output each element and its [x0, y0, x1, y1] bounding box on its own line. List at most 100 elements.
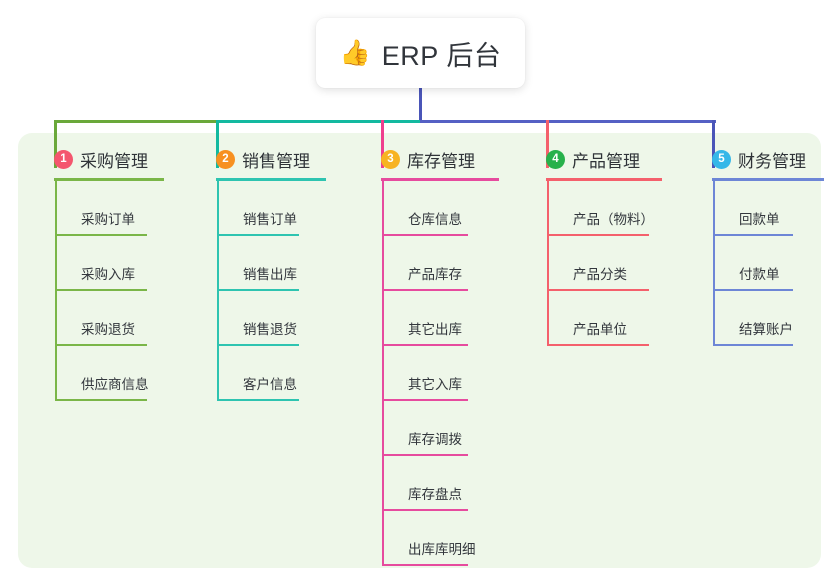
leaf-node[interactable]: 采购退货	[55, 291, 147, 346]
leaf-node[interactable]: 出库库明细	[382, 511, 476, 566]
leaf-node-underline	[713, 289, 793, 291]
leaf-node-label: 结算账户	[739, 322, 793, 337]
bus-segment-green	[55, 120, 217, 123]
branch-spine	[55, 181, 57, 401]
leaf-node-underline	[382, 564, 468, 566]
branch-items: 销售订单销售出库销售退货客户信息	[192, 181, 310, 401]
leaf-node-underline	[55, 344, 147, 346]
branch-number-badge: 5	[712, 150, 731, 169]
leaf-node[interactable]: 库存调拨	[382, 401, 468, 456]
leaf-node[interactable]: 采购入库	[55, 236, 147, 291]
leaf-node-label: 出库库明细	[408, 542, 476, 557]
drop-connector-3	[381, 120, 384, 168]
leaf-node[interactable]: 销售订单	[217, 181, 299, 236]
leaf-node[interactable]: 付款单	[713, 236, 793, 291]
leaf-node[interactable]: 销售出库	[217, 236, 299, 291]
leaf-node[interactable]: 其它出库	[382, 291, 468, 346]
leaf-node-label: 采购退货	[81, 322, 135, 337]
leaf-node-label: 销售订单	[243, 212, 297, 227]
leaf-node-underline	[382, 454, 468, 456]
root-node-title: ERP 后台	[381, 40, 502, 71]
leaf-node-label: 其它入库	[408, 377, 462, 392]
leaf-node-underline	[382, 289, 468, 291]
branch-header-label: 财务管理	[738, 152, 806, 171]
branch-column-财务管理: 5 财务管理回款单付款单结算账户	[688, 147, 824, 346]
leaf-node-label: 库存盘点	[408, 487, 462, 502]
leaf-node-underline	[217, 234, 299, 236]
branch-column-库存管理: 3 库存管理仓库信息产品库存其它出库其它入库库存调拨库存盘点出库库明细	[357, 147, 499, 566]
bus-segment-teal	[217, 120, 420, 123]
drop-connector-4	[546, 120, 549, 168]
branch-header-underline	[216, 178, 326, 181]
leaf-node-underline	[55, 399, 147, 401]
leaf-node-label: 其它出库	[408, 322, 462, 337]
leaf-node-underline	[547, 289, 649, 291]
leaf-node[interactable]: 产品单位	[547, 291, 649, 346]
leaf-node-label: 仓库信息	[408, 212, 462, 227]
leaf-node[interactable]: 仓库信息	[382, 181, 468, 236]
leaf-node[interactable]: 销售退货	[217, 291, 299, 346]
leaf-node-underline	[547, 344, 649, 346]
branch-header-label: 库存管理	[407, 152, 475, 171]
leaf-node-label: 产品单位	[573, 322, 627, 337]
leaf-node-label: 库存调拨	[408, 432, 462, 447]
branch-items: 回款单付款单结算账户	[688, 181, 806, 346]
leaf-node[interactable]: 供应商信息	[55, 346, 149, 401]
leaf-node-underline	[713, 234, 793, 236]
drop-connector-1	[54, 120, 57, 168]
leaf-node[interactable]: 采购订单	[55, 181, 147, 236]
leaf-node-label: 销售退货	[243, 322, 297, 337]
leaf-node[interactable]: 产品（物料）	[547, 181, 654, 236]
thumbs-up-icon: 👍	[339, 38, 371, 67]
leaf-node[interactable]: 结算账户	[713, 291, 793, 346]
branch-header-row: 5 财务管理	[688, 147, 806, 172]
leaf-node[interactable]: 产品库存	[382, 236, 468, 291]
leaf-node-label: 采购入库	[81, 267, 135, 282]
branch-header-label: 销售管理	[242, 152, 310, 171]
branch-header-label: 产品管理	[572, 152, 640, 171]
leaf-node-underline	[382, 509, 468, 511]
leaf-node[interactable]: 客户信息	[217, 346, 299, 401]
leaf-node-underline	[217, 399, 299, 401]
branch-number-badge: 3	[381, 150, 400, 169]
root-node-card[interactable]: 👍 ERP 后台	[316, 18, 525, 88]
branch-header-销售管理[interactable]: 2 销售管理	[192, 147, 326, 181]
leaf-node[interactable]: 库存盘点	[382, 456, 468, 511]
root-node-content: 👍 ERP 后台	[340, 34, 502, 73]
leaf-node-underline	[547, 234, 649, 236]
leaf-node-underline	[217, 344, 299, 346]
branch-header-财务管理[interactable]: 5 财务管理	[688, 147, 824, 181]
branch-header-row: 3 库存管理	[357, 147, 475, 172]
bus-segment-blue	[420, 120, 716, 123]
leaf-node-label: 产品（物料）	[573, 212, 654, 227]
branch-header-underline	[381, 178, 499, 181]
leaf-node-label: 供应商信息	[81, 377, 149, 392]
leaf-node-label: 付款单	[739, 267, 780, 282]
leaf-node-label: 产品库存	[408, 267, 462, 282]
leaf-node-underline	[713, 344, 793, 346]
branch-header-库存管理[interactable]: 3 库存管理	[357, 147, 499, 181]
leaf-node-underline	[217, 289, 299, 291]
leaf-node[interactable]: 产品分类	[547, 236, 649, 291]
leaf-node-underline	[55, 234, 147, 236]
branch-header-underline	[546, 178, 662, 181]
leaf-node-underline	[382, 344, 468, 346]
branch-header-underline	[712, 178, 824, 181]
leaf-node-label: 回款单	[739, 212, 780, 227]
branch-number-badge: 2	[216, 150, 235, 169]
leaf-node[interactable]: 回款单	[713, 181, 793, 236]
branch-column-产品管理: 4 产品管理产品（物料） 产品分类产品单位	[522, 147, 662, 346]
branch-header-row: 4 产品管理	[522, 147, 640, 172]
branch-header-产品管理[interactable]: 4 产品管理	[522, 147, 662, 181]
branch-header-underline	[54, 178, 164, 181]
trunk-connector	[419, 84, 422, 123]
leaf-node-underline	[55, 289, 147, 291]
branch-number-badge: 4	[546, 150, 565, 169]
leaf-node-underline	[382, 399, 468, 401]
leaf-node[interactable]: 其它入库	[382, 346, 468, 401]
branch-column-销售管理: 2 销售管理销售订单销售出库销售退货客户信息	[192, 147, 326, 401]
branch-items: 仓库信息产品库存其它出库其它入库库存调拨库存盘点出库库明细	[357, 181, 476, 566]
